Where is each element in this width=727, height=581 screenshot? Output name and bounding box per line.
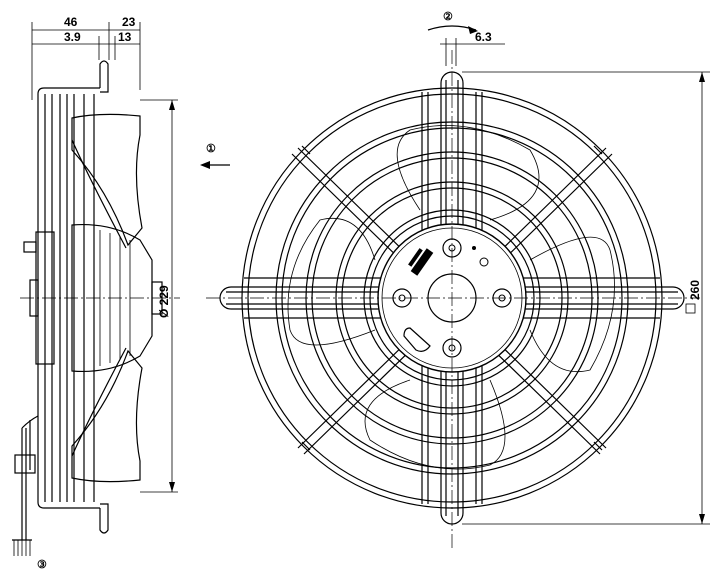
dim-depth-upper: 23 [122,15,136,29]
rotation-arrow-icon [468,26,478,34]
airflow-indicator: ① [200,143,230,169]
callout-airflow: ① [206,143,216,155]
callout-rotation: ② [443,11,453,23]
cable: ③ [12,415,47,571]
rating-label [408,248,434,276]
front-view: ② 6.3 260 [206,11,710,548]
diameter-dimension: Ø 229 [140,99,178,493]
dim-offset-13: 13 [118,30,132,44]
guard-side-profile [37,60,109,534]
top-dimensions: 46 23 3.9 13 [31,15,141,100]
square-dimension: 260 [462,71,710,525]
dim-offset-small: 3.9 [64,30,81,44]
rotation-indicator: ② 6.3 [427,11,505,66]
dim-offset-rot: 6.3 [475,30,492,44]
blade-outlines [287,125,615,470]
side-view: 46 23 3.9 13 [12,15,230,571]
dim-square: 260 [688,280,702,300]
dim-diameter: Ø 229 [157,285,171,318]
callout-cable: ③ [37,559,47,571]
airflow-arrow-icon [200,161,210,169]
guard-clips [301,145,603,451]
dim-depth-total: 46 [64,15,78,29]
